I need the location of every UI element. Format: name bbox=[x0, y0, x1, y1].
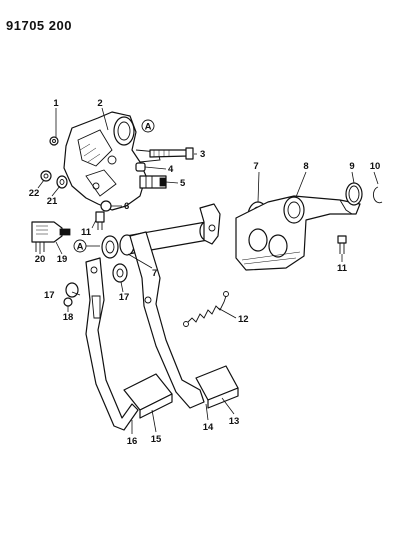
washer-part-21 bbox=[56, 175, 68, 189]
callout-9: 9 bbox=[349, 161, 354, 172]
callout-3: 3 bbox=[200, 149, 205, 160]
callout-20: 20 bbox=[35, 254, 46, 265]
bushing-part-17-right bbox=[112, 263, 128, 283]
pin-part-18 bbox=[63, 297, 73, 307]
pedal-bracket bbox=[63, 111, 161, 211]
snap-ring-part-10 bbox=[372, 186, 383, 204]
reference-mark-a-upper-text: A bbox=[145, 122, 152, 133]
bolt-part-11-right bbox=[337, 235, 347, 254]
callout-4: 4 bbox=[168, 164, 174, 175]
callout-17-left: 17 bbox=[44, 290, 55, 301]
clutch-pedal-arm bbox=[85, 257, 139, 431]
bolt-part-3 bbox=[149, 147, 194, 160]
callout-11-left: 11 bbox=[81, 227, 92, 238]
callout-10: 10 bbox=[370, 161, 381, 172]
callout-21: 21 bbox=[47, 196, 58, 207]
reference-mark-a-lower-text: A bbox=[77, 242, 84, 253]
callout-7-upper: 7 bbox=[253, 161, 258, 172]
brake-pedal-pad-part-13 bbox=[195, 365, 239, 409]
clip-part-6 bbox=[100, 200, 112, 212]
callout-6: 6 bbox=[124, 201, 129, 212]
callout-1: 1 bbox=[53, 98, 59, 109]
return-spring-part-12 bbox=[183, 291, 229, 327]
callout-17-right: 17 bbox=[119, 292, 130, 303]
callout-14: 14 bbox=[203, 422, 214, 433]
nut-part-4 bbox=[135, 162, 146, 172]
callout-8: 8 bbox=[303, 161, 308, 172]
callout-11-right: 11 bbox=[337, 263, 348, 274]
ring-part-9 bbox=[345, 182, 363, 206]
callout-12: 12 bbox=[238, 314, 249, 325]
brake-pedal-arm bbox=[129, 231, 205, 409]
pedal-support-part-8 bbox=[235, 195, 361, 271]
callout-19: 19 bbox=[57, 254, 68, 265]
stop-lamp-switch-part-5 bbox=[139, 175, 167, 189]
nut-part-1 bbox=[49, 136, 59, 146]
page-title: 91705 200 bbox=[6, 18, 72, 33]
bushing-part-7-left bbox=[101, 235, 119, 259]
callout-7-lower: 7 bbox=[152, 268, 157, 279]
reference-mark-a-upper: A bbox=[141, 119, 155, 133]
callout-2: 2 bbox=[97, 98, 102, 109]
callout-15: 15 bbox=[151, 434, 162, 445]
shaft-end-bracket bbox=[199, 203, 221, 245]
clutch-pedal-pad-part-15 bbox=[123, 373, 173, 419]
bolt-part-11-left bbox=[95, 211, 105, 230]
callout-18: 18 bbox=[63, 312, 74, 323]
clutch-switch-part-19-20 bbox=[31, 221, 71, 252]
callout-5: 5 bbox=[180, 178, 186, 189]
bushing-part-17-left bbox=[65, 282, 79, 298]
nut-part-22 bbox=[40, 170, 52, 182]
callout-labels: 1 2 3 4 5 6 7 7 8 9 10 11 11 12 13 14 15… bbox=[29, 98, 381, 447]
leader-lines bbox=[37, 107, 379, 434]
callout-16: 16 bbox=[127, 436, 138, 447]
callout-13: 13 bbox=[229, 416, 240, 427]
callout-22: 22 bbox=[29, 188, 40, 199]
reference-mark-a-lower: A bbox=[73, 239, 100, 253]
